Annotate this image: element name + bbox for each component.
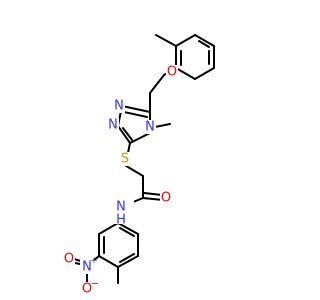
atom-charge-minus: − [91,279,99,290]
atom-label-amide-oxygen: O [161,191,171,206]
atom-labels: O N N N S O N H N + O O − [63,65,178,297]
atom-label-triazole-n1: N [114,99,124,114]
bond [98,222,119,235]
atom-label-nitro-nitrogen: N [82,260,92,275]
atom-label-amide-hydrogen: H [116,213,126,228]
atom-label-nitro-oxygen-bottom: O [82,282,92,297]
atom-label-triazole-n2: N [108,118,118,133]
bond [175,67,196,80]
atom-label-sulfur: S [121,152,129,167]
bond [123,111,148,118]
bond [119,227,135,237]
atom-label-triazole-n4: N [145,120,155,135]
bonds [73,34,215,284]
bond [142,197,164,201]
structure-diagram: O N N N S O N H N + O O − [63,34,215,297]
bond [121,105,151,113]
bond [117,125,131,144]
bond [98,255,119,268]
bond [194,34,215,47]
atom-label-nitro-oxygen-top: O [64,252,74,267]
bond [198,40,210,48]
bond [122,127,133,141]
bond [143,192,163,196]
bond [117,255,139,268]
bond [194,67,215,80]
bond [155,34,177,47]
bond [175,34,196,47]
bond [119,253,135,263]
bond [117,222,139,235]
atom-label-ether-oxygen: O [167,65,177,80]
atom-label-amide-nitrogen: N [116,200,126,215]
atom-charge-plus: + [90,256,98,266]
bond [149,74,165,94]
molecule-svg: O N N N S O N H N + O O − [63,34,215,297]
bond [129,132,151,144]
